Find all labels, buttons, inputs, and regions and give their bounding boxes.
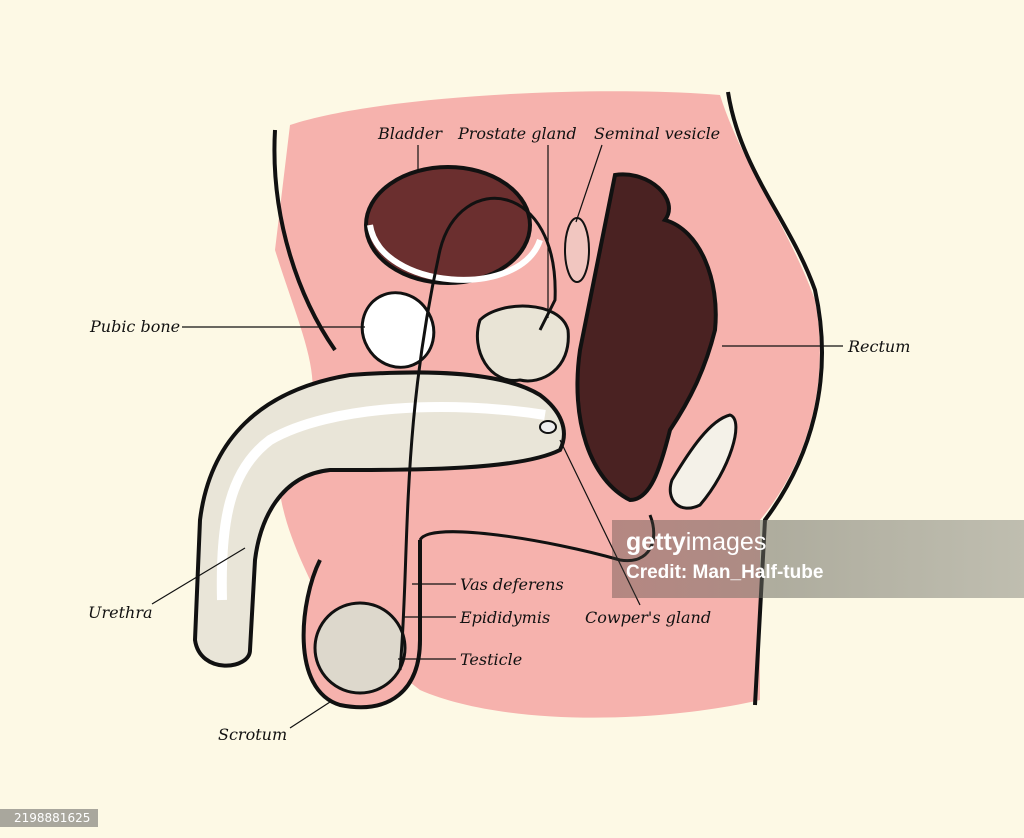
label-testicle: Testicle xyxy=(460,650,522,669)
prostate-shape xyxy=(475,304,570,383)
urethra-leader xyxy=(151,547,246,605)
label-pubic-bone: Pubic bone xyxy=(89,317,180,336)
label-bladder: Bladder xyxy=(377,124,443,143)
body-outline xyxy=(726,91,824,706)
label-vas-deferens: Vas deferens xyxy=(460,575,564,594)
rectum-shape xyxy=(575,172,718,503)
cowpers-gland-shape xyxy=(539,420,557,434)
label-urethra: Urethra xyxy=(88,603,153,622)
seminal-vesicle-leader xyxy=(575,144,603,223)
penis-shape xyxy=(192,370,566,668)
watermark-banner: gettyimages Credit: Man_Half-tube xyxy=(612,520,1024,598)
label-seminal-vesicle: Seminal vesicle xyxy=(594,124,720,143)
vas-deferens-tube xyxy=(398,196,557,671)
coccyx-shape xyxy=(668,413,738,510)
scrotum-leader xyxy=(289,701,331,729)
label-epididymis: Epididymis xyxy=(459,608,550,627)
label-cowpers-gland: Cowper's gland xyxy=(585,608,711,627)
label-rectum: Rectum xyxy=(847,337,910,356)
label-prostate-gland: Prostate gland xyxy=(457,124,577,143)
getty-logo: gettyimages xyxy=(626,528,766,557)
seminal-vesicle-shape xyxy=(564,217,590,283)
watermark-credit: Credit: Man_Half-tube xyxy=(626,562,824,583)
logo-light: images xyxy=(685,528,767,556)
testicle-shape xyxy=(313,601,407,695)
image-id: 2198881625 xyxy=(0,809,99,827)
abdomen-outline xyxy=(272,129,337,352)
bladder-wall xyxy=(367,224,543,283)
logo-bold: getty xyxy=(626,528,686,556)
label-scrotum: Scrotum xyxy=(218,725,287,744)
urethra-channel xyxy=(216,402,546,601)
bladder-shape xyxy=(364,165,532,285)
